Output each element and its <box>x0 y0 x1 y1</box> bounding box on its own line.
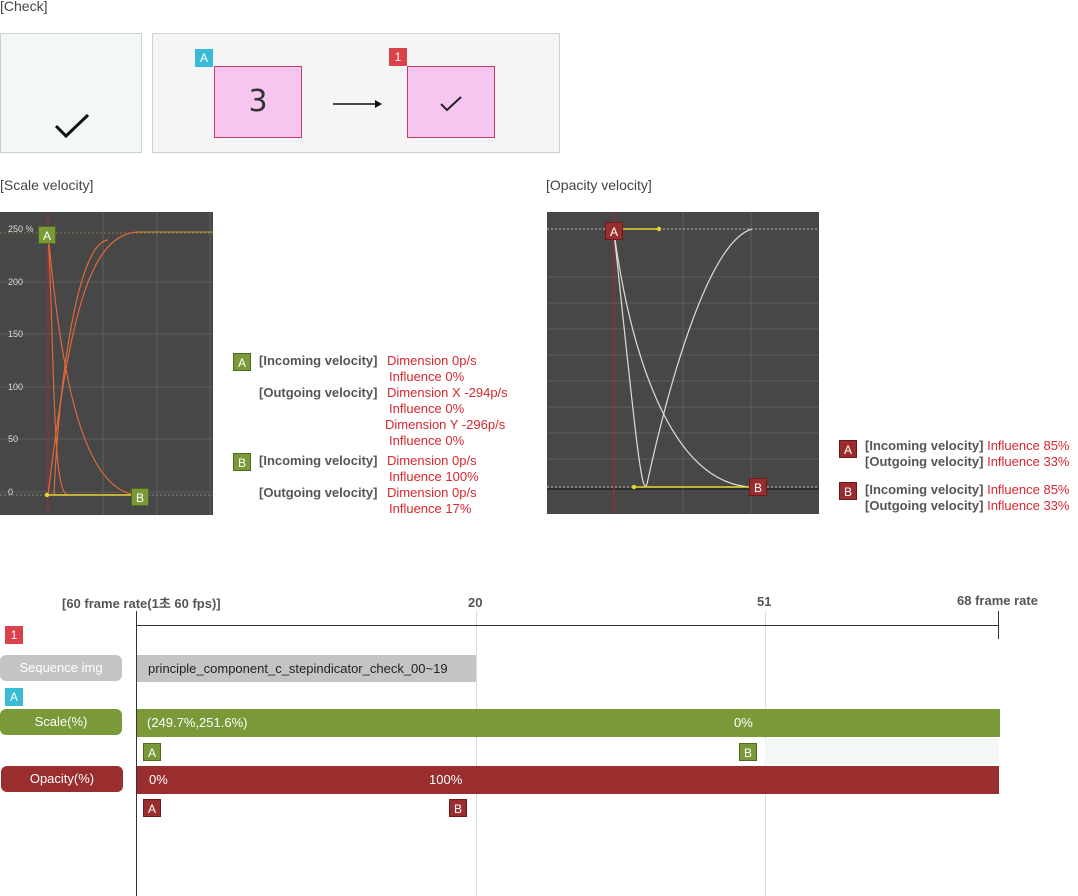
check-section-title: [Check] <box>0 0 48 14</box>
scale-key-a: A <box>143 743 161 761</box>
check-preview-box <box>0 33 142 153</box>
opacity-b-outgoing: [Outgoing velocity] Influence 33% <box>865 498 1069 514</box>
check-transition-box: A 3 1 <box>152 33 560 153</box>
opacity-velocity-graph: A B <box>547 212 819 514</box>
opacity-a-incoming: [Incoming velocity] Influence 85% <box>865 438 1070 454</box>
timeline-marker-20: 20 <box>468 595 483 610</box>
sequence-img-label: Sequence img <box>0 655 122 681</box>
scale-b-incoming-values: Dimension 0p/s Influence 100% <box>387 453 479 485</box>
scale-label: Scale(%) <box>0 709 122 735</box>
timeline-end-label: 68 frame rate <box>957 593 1038 608</box>
scale-a-incoming-label: [Incoming velocity] <box>259 353 378 368</box>
y-tick-100: 100 <box>8 382 24 392</box>
scale-start-value: (249.7%,251.6%) <box>147 715 248 730</box>
opacity-graph-marker-a: A <box>605 222 623 240</box>
opacity-info-a-badge: A <box>839 440 857 458</box>
y-tick-0: 0 <box>8 487 14 497</box>
opacity-a-outgoing: [Outgoing velocity] Influence 33% <box>865 454 1069 470</box>
scale-b-incoming-label: [Incoming velocity] <box>259 453 378 468</box>
scale-hold-region <box>765 739 999 764</box>
scale-a-outgoing-value-1: Dimension X -294p/s <box>387 385 508 400</box>
timeline-marker-51: 51 <box>757 594 772 609</box>
y-tick-200: 200 <box>8 277 24 287</box>
opacity-bar: 0% 100% <box>137 766 999 794</box>
opacity-a-incoming-label: [Incoming velocity] <box>865 438 984 453</box>
opacity-section-title: [Opacity velocity] <box>546 177 652 193</box>
opacity-b-incoming: [Incoming velocity] Influence 85% <box>865 482 1070 498</box>
scale-b-outgoing-label: [Outgoing velocity] <box>259 485 378 500</box>
scale-b-incoming: [Incoming velocity] <box>259 453 377 469</box>
step-to-badge: 1 <box>389 48 407 66</box>
scale-b-outgoing-value-2: Influence 17% <box>389 501 472 516</box>
scale-a-outgoing-label: [Outgoing velocity] <box>259 385 378 400</box>
opacity-info-b-badge: B <box>839 482 857 500</box>
opacity-graph-canvas <box>547 212 819 514</box>
opacity-b-outgoing-label: [Outgoing velocity] <box>865 498 984 513</box>
opacity-end-value: 100% <box>429 772 463 787</box>
opacity-a-outgoing-value: Influence 33% <box>987 454 1070 469</box>
scale-row-badge: A <box>5 688 23 706</box>
scale-info-a-badge: A <box>233 353 251 371</box>
opacity-b-outgoing-value: Influence 33% <box>987 498 1070 513</box>
arrow-right-icon <box>333 100 382 108</box>
scale-a-incoming: [Incoming velocity] <box>259 353 377 369</box>
step-from-number: 3 <box>214 66 302 138</box>
scale-graph-marker-a: A <box>38 226 56 244</box>
y-tick-150: 150 <box>8 329 24 339</box>
scale-a-outgoing-value-2: Influence 0% <box>389 401 465 416</box>
scale-bar: (249.7%,251.6%) 0% <box>137 709 1000 737</box>
opacity-label: Opacity(%) <box>1 766 123 792</box>
scale-b-outgoing: [Outgoing velocity] <box>259 485 377 501</box>
scale-section-title: [Scale velocity] <box>0 177 94 193</box>
frame-rate-label: [60 frame rate(1초 60 fps)] <box>62 596 221 611</box>
y-tick-250: 250 % <box>8 224 34 234</box>
opacity-graph-marker-b: B <box>749 478 767 496</box>
checkmark-icon <box>440 96 462 112</box>
scale-a-incoming-values: Dimension 0p/s Influence 0% <box>387 353 477 385</box>
step-from-badge: A <box>195 49 213 67</box>
scale-info-b-badge: B <box>233 453 251 471</box>
scale-b-outgoing-values: Dimension 0p/s Influence 17% <box>387 485 477 517</box>
scale-a-outgoing: [Outgoing velocity] <box>259 385 377 401</box>
scale-a-incoming-value-1: Dimension 0p/s <box>387 353 477 368</box>
scale-a-outgoing-values: Dimension X -294p/s Influence 0% Dimensi… <box>385 385 508 449</box>
gridline-20 <box>476 611 477 896</box>
scale-velocity-graph: 250 % 200 150 100 50 0 A B <box>0 212 213 515</box>
scale-key-b: B <box>739 743 757 761</box>
scale-b-incoming-value-2: Influence 100% <box>389 469 479 484</box>
opacity-b-incoming-value: Influence 85% <box>987 482 1070 497</box>
opacity-a-outgoing-label: [Outgoing velocity] <box>865 454 984 469</box>
scale-a-outgoing-value-3: Dimension Y -296p/s <box>385 417 506 432</box>
y-tick-50: 50 <box>8 434 19 444</box>
scale-b-outgoing-value-1: Dimension 0p/s <box>387 485 477 500</box>
timeline-top-axis <box>136 625 999 626</box>
scale-a-incoming-value-2: Influence 0% <box>389 369 465 384</box>
opacity-start-value: 0% <box>149 772 168 787</box>
sequence-img-bar: principle_component_c_stepindicator_chec… <box>137 655 476 682</box>
scale-b-incoming-value-1: Dimension 0p/s <box>387 453 477 468</box>
scale-a-outgoing-value-4: Influence 0% <box>389 433 465 448</box>
opacity-a-incoming-value: Influence 85% <box>987 438 1070 453</box>
timeline-step-badge: 1 <box>5 626 23 644</box>
scale-graph-marker-b: B <box>131 488 149 506</box>
opacity-key-b: B <box>449 799 467 817</box>
scale-graph-canvas <box>0 212 213 515</box>
opacity-key-a: A <box>143 799 161 817</box>
checkmark-icon <box>54 113 90 139</box>
opacity-b-incoming-label: [Incoming velocity] <box>865 482 984 497</box>
step-to-box <box>407 66 495 138</box>
scale-end-value: 0% <box>734 715 753 730</box>
timeline-start-line <box>136 611 137 896</box>
